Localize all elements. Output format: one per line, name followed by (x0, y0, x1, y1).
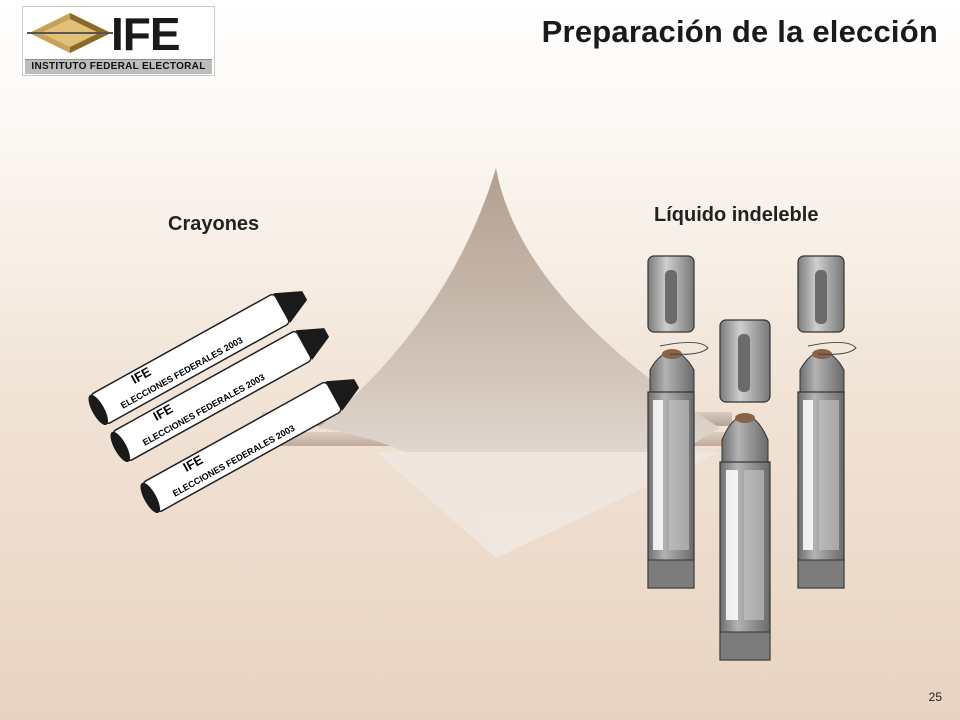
logo-subtitle: INSTITUTO FEDERAL ELECTORAL (31, 61, 206, 72)
ink-marker (719, 319, 771, 661)
indelible-ink-label: Líquido indeleble (654, 204, 819, 226)
ife-logo: IFE INSTITUTO FEDERAL ELECTORAL (22, 6, 215, 76)
logo-subtitle-bar: INSTITUTO FEDERAL ELECTORAL (25, 59, 212, 74)
logo-wordmark: IFE (111, 8, 181, 60)
ink-marker (797, 255, 857, 589)
page-title: Preparación de la elección (541, 14, 938, 49)
ink-marker (647, 255, 709, 589)
ife-emblem-icon (27, 13, 113, 53)
page-number: 25 (928, 690, 942, 704)
crayons-label: Crayones (168, 213, 260, 235)
